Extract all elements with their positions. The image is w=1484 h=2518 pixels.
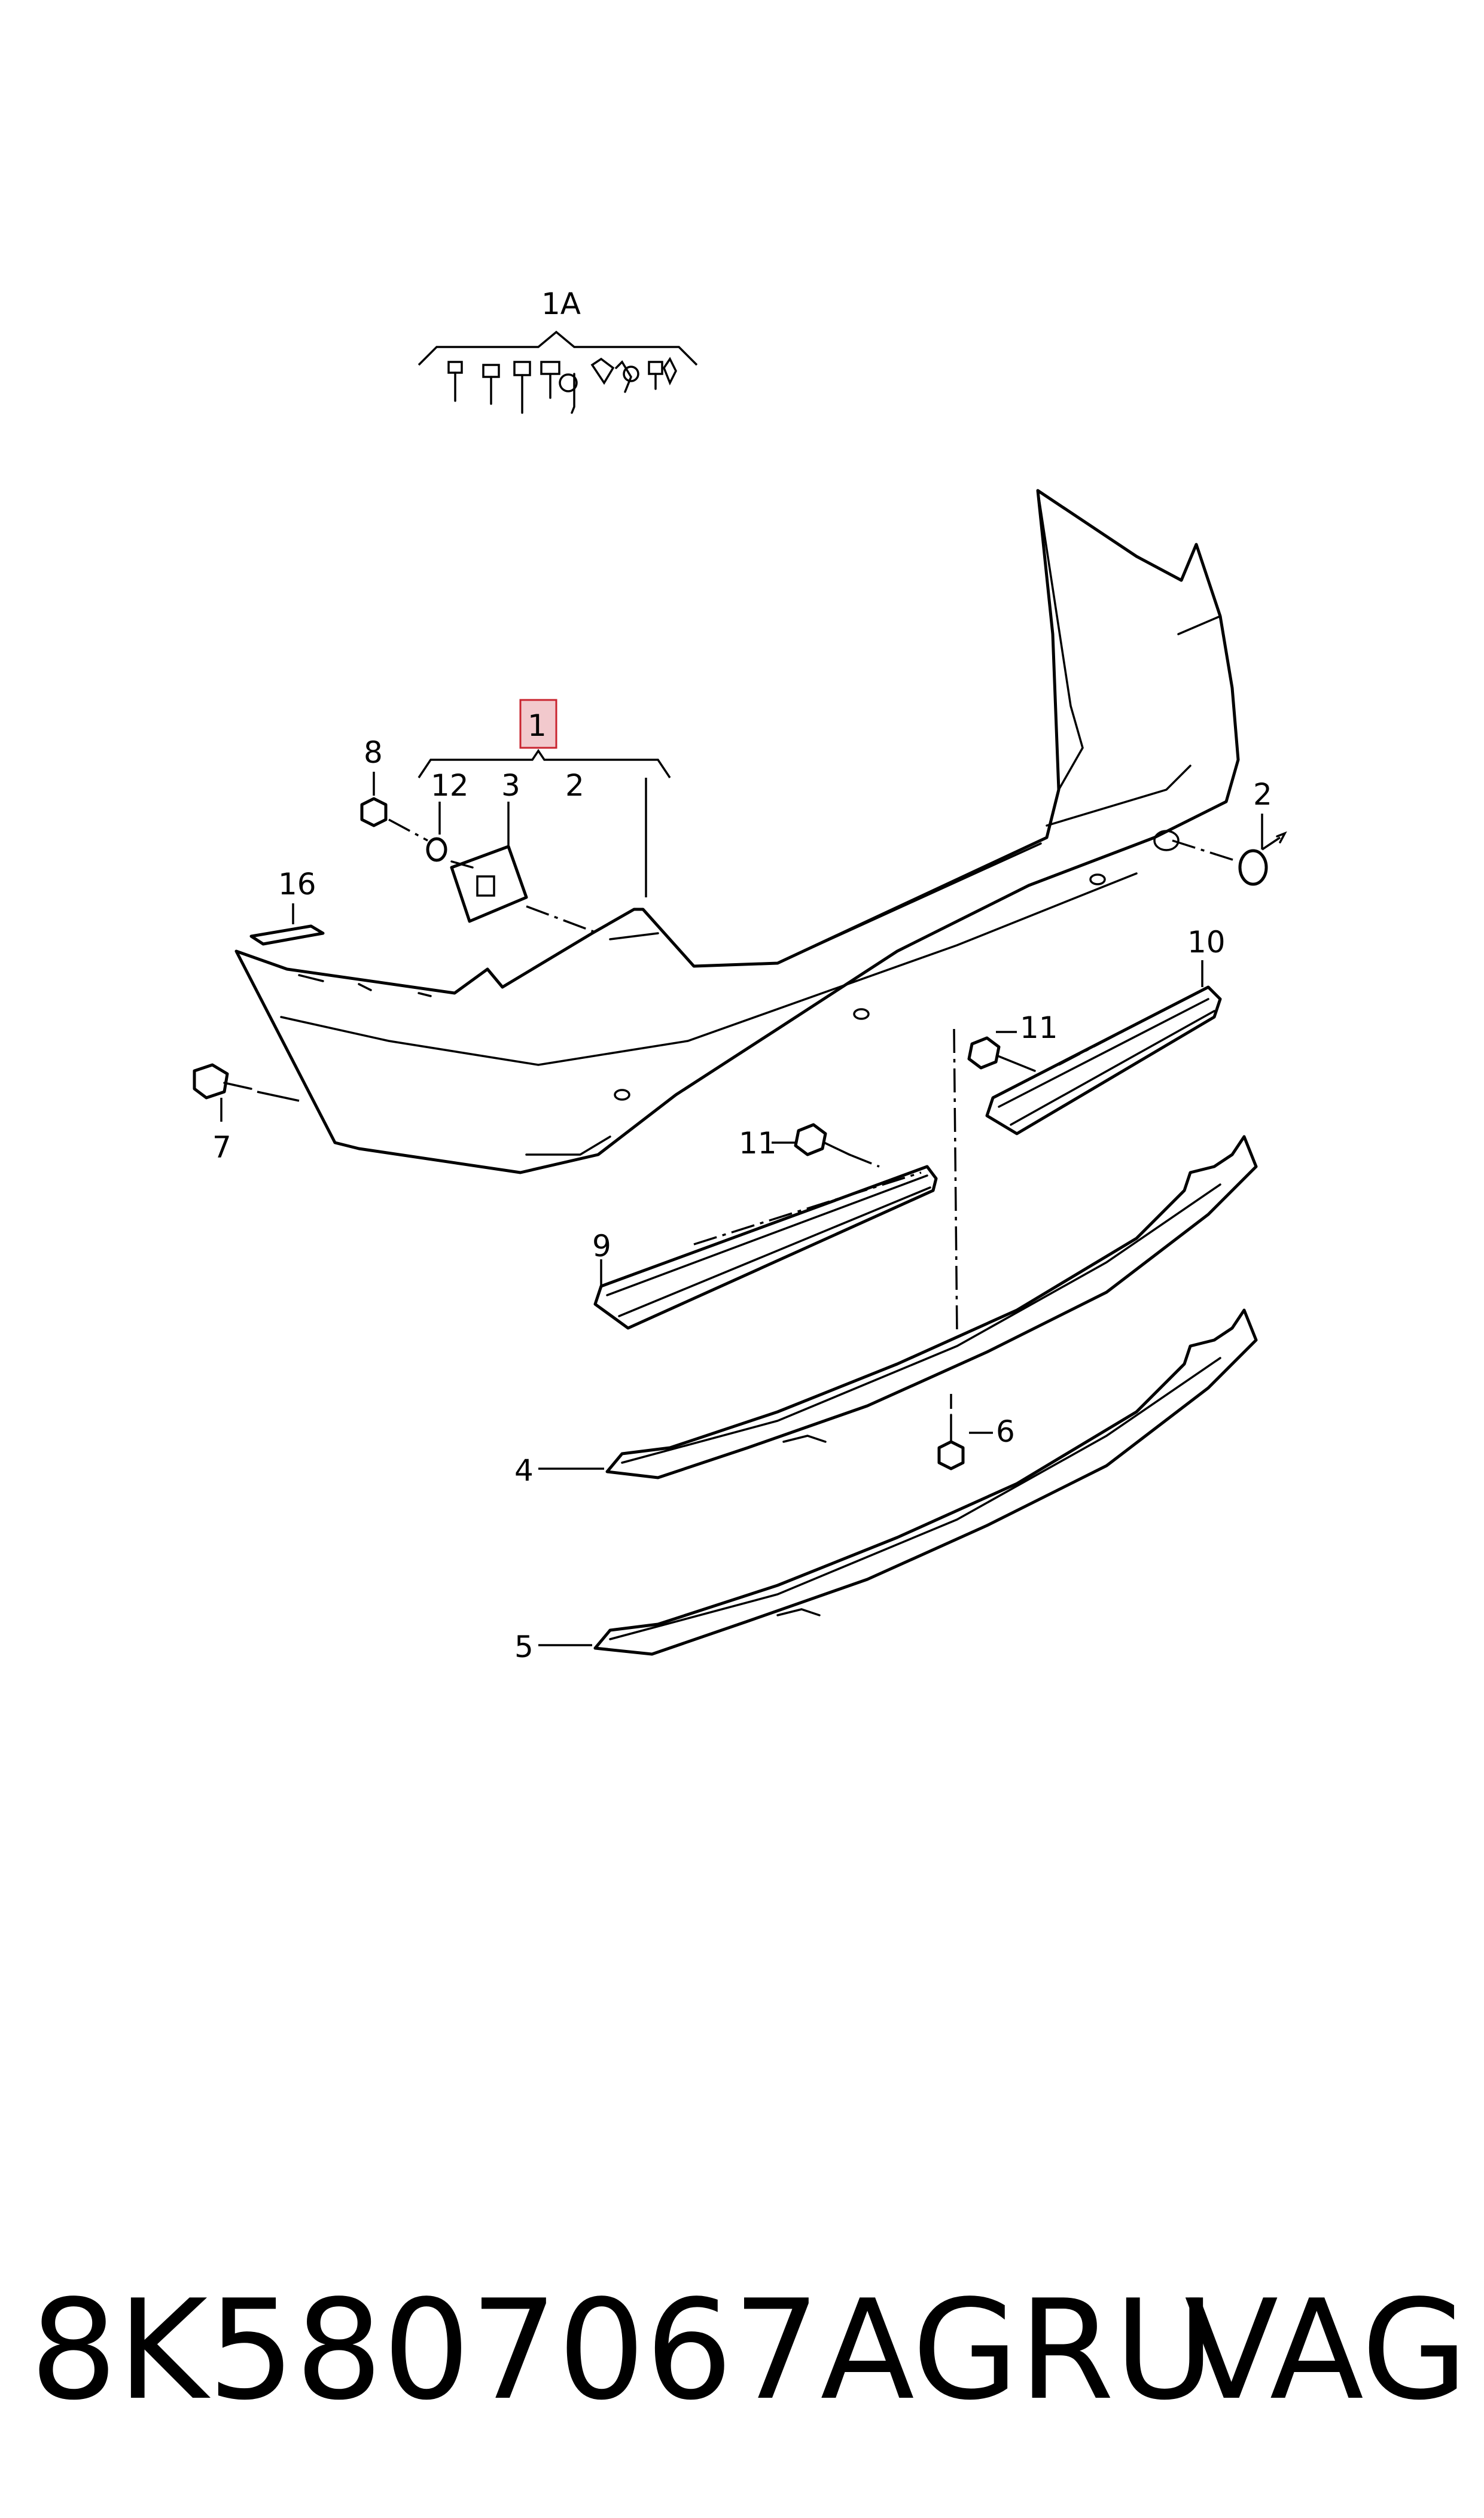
- label-6: 6: [996, 1414, 1015, 1449]
- part-2-cap: 2: [1172, 777, 1287, 886]
- label-11-right: 11: [1020, 1010, 1058, 1045]
- part-3-bracket: 3: [450, 768, 599, 934]
- fastener-kit-1a: 1A: [418, 287, 698, 414]
- label-7: 7: [212, 1130, 231, 1165]
- part-number: 8K5807067AGRU: [30, 2271, 1215, 2431]
- label-16: 16: [278, 867, 316, 902]
- part-11-screw-right: 11: [967, 1010, 1058, 1072]
- part-7-screw: 7: [193, 1063, 300, 1165]
- part-8-nut: 8: [360, 735, 428, 842]
- label-4: 4: [514, 1453, 534, 1488]
- label-1-highlight: [519, 699, 557, 749]
- label-11-left: 11: [739, 1126, 777, 1161]
- part-6-screw: 6: [937, 1394, 1015, 1470]
- label-12: 12: [431, 768, 469, 803]
- label-2-right: 2: [1253, 777, 1272, 812]
- rear-bumper-cover: [234, 489, 1240, 1174]
- label-1a: 1A: [541, 287, 581, 321]
- label-5: 5: [514, 1630, 534, 1664]
- part-10-guide: 10: [985, 925, 1226, 1135]
- label-8: 8: [364, 735, 383, 770]
- part-11-screw-left: 11: [739, 1123, 880, 1168]
- part-5-diffuser: 5: [514, 1308, 1258, 1664]
- label-1: 1: [528, 708, 547, 743]
- label-2-upper: 2: [565, 768, 584, 803]
- part-16-label-plate: [249, 924, 325, 946]
- alignment-axis: [953, 1028, 958, 1335]
- label-3: 3: [501, 768, 520, 803]
- part-number-footer: 8K5807067AGRU VAG: [0, 2261, 1484, 2441]
- brand-name: VAG: [1184, 2271, 1468, 2431]
- part-9-guide: 9: [592, 1165, 938, 1330]
- part-12-washer: 12: [426, 768, 469, 862]
- label-9: 9: [592, 1229, 611, 1263]
- part-4-diffuser: 4: [514, 1135, 1258, 1488]
- label-10: 10: [1187, 925, 1226, 960]
